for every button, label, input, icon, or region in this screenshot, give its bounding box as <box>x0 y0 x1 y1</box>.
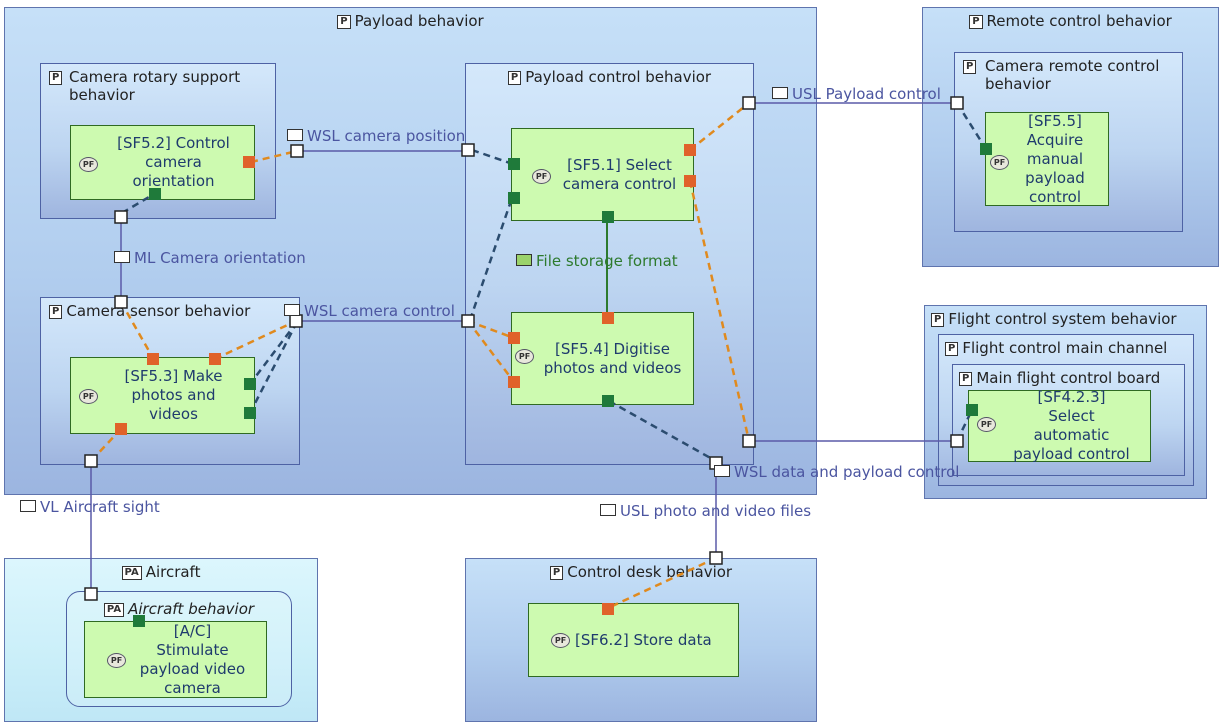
pf-icon: PF <box>977 417 996 432</box>
function-sf52[interactable]: PF [SF5.2] Control camera orientation <box>70 125 255 200</box>
function-sf51[interactable]: PF [SF5.1] Select camera control <box>511 128 694 221</box>
function-sf54[interactable]: PF [SF5.4] Digitise photos and videos <box>511 312 694 405</box>
function-sf423[interactable]: PF [SF4.2.3] Select automatic payload co… <box>968 388 1151 463</box>
pf-icon: PF <box>79 389 98 404</box>
pf-icon: PF <box>551 633 570 648</box>
usl-photo-video-label: USL photo and video files <box>600 502 811 520</box>
exchange-icon <box>20 500 36 512</box>
function-ac-stimulate[interactable]: PF [A/C] Stimulate payload video camera <box>84 621 267 698</box>
exchange-icon <box>772 87 788 99</box>
usl-payload-control-label: USL Payload control <box>772 85 941 103</box>
function-sf51-label: [SF5.1] Select camera control <box>562 155 677 193</box>
pf-icon: PF <box>532 169 551 184</box>
functional-exchange-icon <box>516 254 532 266</box>
function-sf55-label: [SF5.5] Acquire manual payload control <box>1025 111 1085 206</box>
pf-icon: PF <box>79 157 98 172</box>
function-sf62[interactable]: PF [SF6.2] Store data <box>528 603 739 677</box>
exchange-icon <box>600 504 616 516</box>
function-sf423-label: [SF4.2.3] Select automatic payload contr… <box>1013 388 1130 463</box>
file-storage-format-label: File storage format <box>516 252 678 270</box>
pf-icon: PF <box>515 349 534 364</box>
wsl-camera-position-label: WSL camera position <box>287 127 465 145</box>
function-ac-label: [A/C] Stimulate payload video camera <box>139 621 246 697</box>
ml-camera-orientation-label: ML Camera orientation <box>114 249 306 267</box>
exchange-icon <box>114 251 130 263</box>
function-sf52-label: [SF5.2] Control camera orientation <box>117 134 230 190</box>
exchange-icon <box>284 304 300 316</box>
exchange-icon <box>287 129 303 141</box>
function-sf62-label: [SF6.2] Store data <box>575 630 712 649</box>
function-sf54-label: [SF5.4] Digitise photos and videos <box>543 339 682 377</box>
wsl-data-payload-label: WSL data and payload control <box>714 463 959 481</box>
vl-aircraft-sight-label: VL Aircraft sight <box>20 498 160 516</box>
pf-icon: PF <box>990 155 1009 170</box>
function-sf55[interactable]: PF [SF5.5] Acquire manual payload contro… <box>985 112 1109 206</box>
pf-icon: PF <box>107 653 126 668</box>
function-sf53-label: [SF5.3] Make photos and videos <box>124 367 223 423</box>
wsl-camera-control-label: WSL camera control <box>284 302 455 320</box>
function-sf53[interactable]: PF [SF5.3] Make photos and videos <box>70 357 255 434</box>
exchange-icon <box>714 465 730 477</box>
